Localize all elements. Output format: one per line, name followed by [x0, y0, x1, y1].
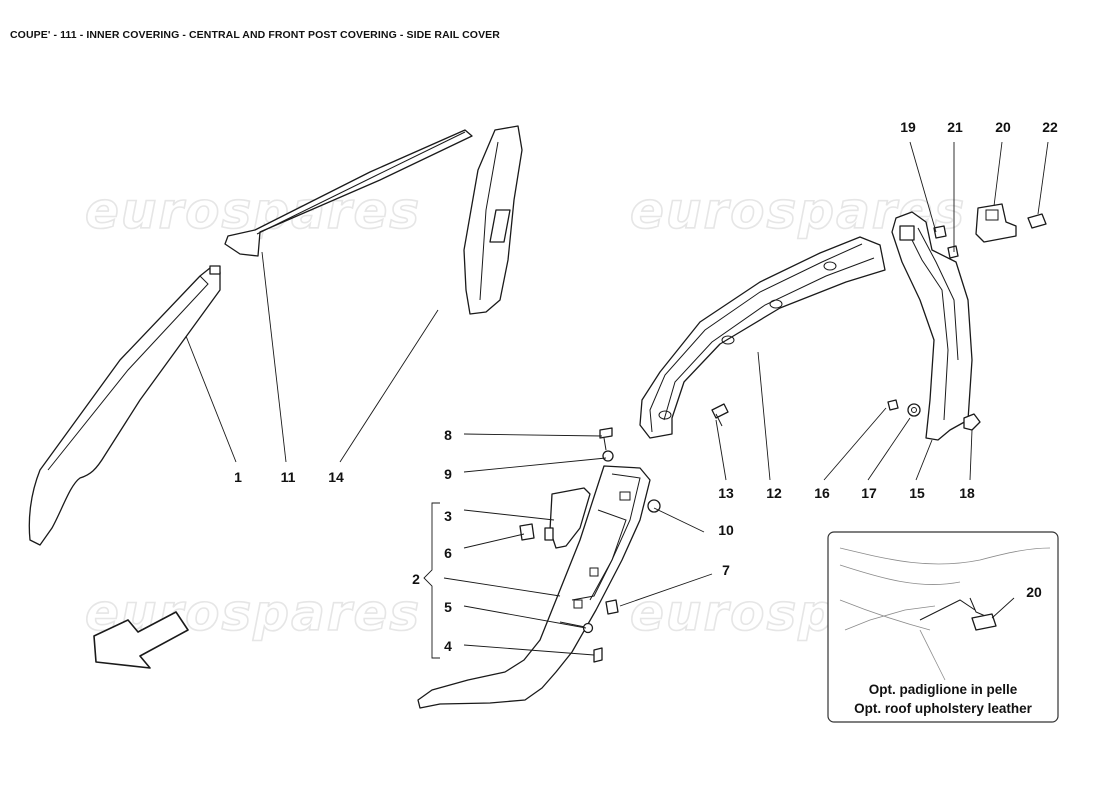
page-title: COUPE' - 111 - INNER COVERING - CENTRAL …	[10, 29, 500, 41]
callout-11: 11	[281, 469, 296, 485]
callout-20: 20	[995, 119, 1011, 135]
callout-3: 3	[444, 508, 452, 524]
callout-17: 17	[861, 485, 877, 501]
callout-10: 10	[718, 522, 734, 538]
callout-18: 18	[959, 485, 975, 501]
screws-and-nuts	[582, 427, 661, 663]
callout-8: 8	[444, 427, 452, 443]
part-14-post-cover	[463, 125, 523, 315]
inset-caption-it: Opt. padiglione in pelle	[869, 682, 1018, 697]
callout-15: 15	[909, 485, 925, 501]
parts-19-22-brackets	[933, 203, 1047, 259]
inset-callout-20: 20	[1026, 584, 1042, 600]
part-1-front-post-cover	[28, 265, 221, 546]
callout-16: 16	[814, 485, 830, 501]
callout-7: 7	[722, 562, 730, 578]
callout-21: 21	[947, 119, 963, 135]
part-2-lower-pillar-assembly	[417, 465, 651, 709]
group-2-brace	[423, 502, 440, 659]
arrow-down-left-icon	[93, 611, 189, 669]
callout-2: 2	[412, 571, 420, 587]
leader-lines	[185, 141, 1049, 656]
inset-roof-leather-option: 20 Opt. padiglione in pelle Opt. roof up…	[827, 531, 1059, 723]
callout-numbers: 1 11 14 8 9 3 6 2 5 4 10 7 13 12 16 17 1…	[234, 119, 1058, 654]
part-3-bracket	[544, 487, 591, 549]
callout-12: 12	[766, 485, 782, 501]
part-13-fastener	[711, 403, 729, 427]
callout-9: 9	[444, 466, 452, 482]
callout-1: 1	[234, 469, 242, 485]
callout-14: 14	[328, 469, 344, 485]
parts-16-18-fasteners	[887, 399, 981, 431]
callout-22: 22	[1042, 119, 1058, 135]
part-15-central-post-cover	[891, 211, 973, 441]
callout-13: 13	[718, 485, 734, 501]
part-11-upper-strip	[224, 129, 473, 257]
part-12-side-rail-cover	[639, 236, 886, 439]
callout-6: 6	[444, 545, 452, 561]
inset-caption-en: Opt. roof upholstery leather	[854, 701, 1033, 716]
part-6-clip	[519, 523, 535, 541]
callout-5: 5	[444, 599, 452, 615]
callout-4: 4	[444, 638, 452, 654]
callout-19: 19	[900, 119, 916, 135]
